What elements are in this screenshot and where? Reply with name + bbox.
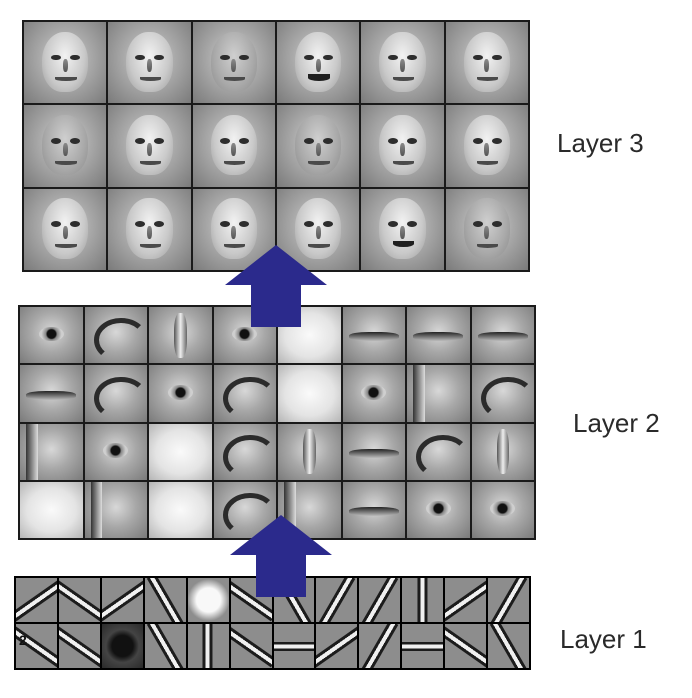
layer2-feature — [20, 365, 83, 422]
layer2-grid — [18, 305, 536, 540]
layer2-feature — [471, 365, 534, 422]
layer3-feature — [445, 22, 528, 104]
layer3-feature — [24, 188, 107, 270]
layer2-feature — [213, 365, 276, 422]
layer3-feature — [277, 105, 360, 187]
layer3-feature — [277, 22, 360, 104]
layer2-feature — [471, 307, 534, 364]
layer2-label: Layer 2 — [573, 408, 660, 438]
layer1-feature — [488, 624, 529, 668]
layer3-feature — [361, 188, 444, 270]
layer1-feature — [445, 578, 487, 622]
layer3-feature — [24, 22, 107, 104]
layer1-feature — [359, 578, 401, 622]
layer2-feature — [342, 481, 405, 538]
layer3-feature — [108, 22, 191, 104]
layer1-feature — [445, 624, 487, 668]
up-arrow-shape — [230, 515, 332, 597]
layer2-feature — [407, 423, 470, 480]
layer1-feature — [488, 578, 529, 622]
layer2-feature — [84, 481, 147, 538]
layer3-feature — [361, 105, 444, 187]
layer3-feature — [361, 22, 444, 104]
layer1-feature — [316, 624, 358, 668]
layer3-feature — [192, 188, 275, 270]
layer2-feature — [407, 481, 470, 538]
layer2-feature — [20, 481, 83, 538]
layer3-feature — [24, 105, 107, 187]
layer2-feature — [213, 423, 276, 480]
layer3-feature — [277, 188, 360, 270]
layer1-feature — [187, 578, 229, 622]
layer2-feature — [149, 365, 212, 422]
layer3-feature — [192, 22, 275, 104]
up-arrow-icon — [225, 245, 327, 327]
layer1-feature — [230, 624, 272, 668]
up-arrow-icon — [230, 515, 332, 597]
layer1-feature — [273, 624, 315, 668]
up-arrow-shape — [225, 245, 327, 327]
layer3-feature — [108, 105, 191, 187]
layer3-grid — [22, 20, 530, 272]
layer2-feature — [342, 365, 405, 422]
layer3-feature — [108, 188, 191, 270]
layer3-label: Layer 3 — [557, 128, 644, 158]
layer1-label: Layer 1 — [560, 624, 647, 654]
layer2-feature — [149, 423, 212, 480]
layer2-feature — [84, 423, 147, 480]
layer1-feature — [144, 578, 186, 622]
layer1-feature — [101, 624, 143, 668]
layer1-feature — [187, 624, 229, 668]
layer1-feature — [58, 624, 100, 668]
layer1-feature — [402, 624, 444, 668]
layer2-feature — [407, 365, 470, 422]
layer1-feature — [144, 624, 186, 668]
layer1-feature — [58, 578, 100, 622]
layer2-feature — [342, 423, 405, 480]
layer1-feature — [402, 578, 444, 622]
layer2-feature — [84, 365, 147, 422]
layer2-feature — [84, 307, 147, 364]
layer2-feature — [20, 307, 83, 364]
layer1-feature — [101, 578, 143, 622]
layer3-feature — [445, 188, 528, 270]
layer2-feature — [471, 481, 534, 538]
layer1-feature — [16, 578, 57, 622]
layer1-feature — [316, 578, 358, 622]
layer3-feature — [445, 105, 528, 187]
layer1-corner-number: 2 — [19, 632, 27, 648]
layer2-feature — [149, 307, 212, 364]
layer2-feature — [278, 423, 341, 480]
layer2-feature — [342, 307, 405, 364]
layer2-feature — [149, 481, 212, 538]
layer1-feature — [359, 624, 401, 668]
layer2-feature — [407, 307, 470, 364]
layer2-feature — [20, 423, 83, 480]
layer3-feature — [192, 105, 275, 187]
layer2-feature — [278, 365, 341, 422]
layer2-feature — [471, 423, 534, 480]
layer1-feature: 2 — [16, 624, 57, 668]
